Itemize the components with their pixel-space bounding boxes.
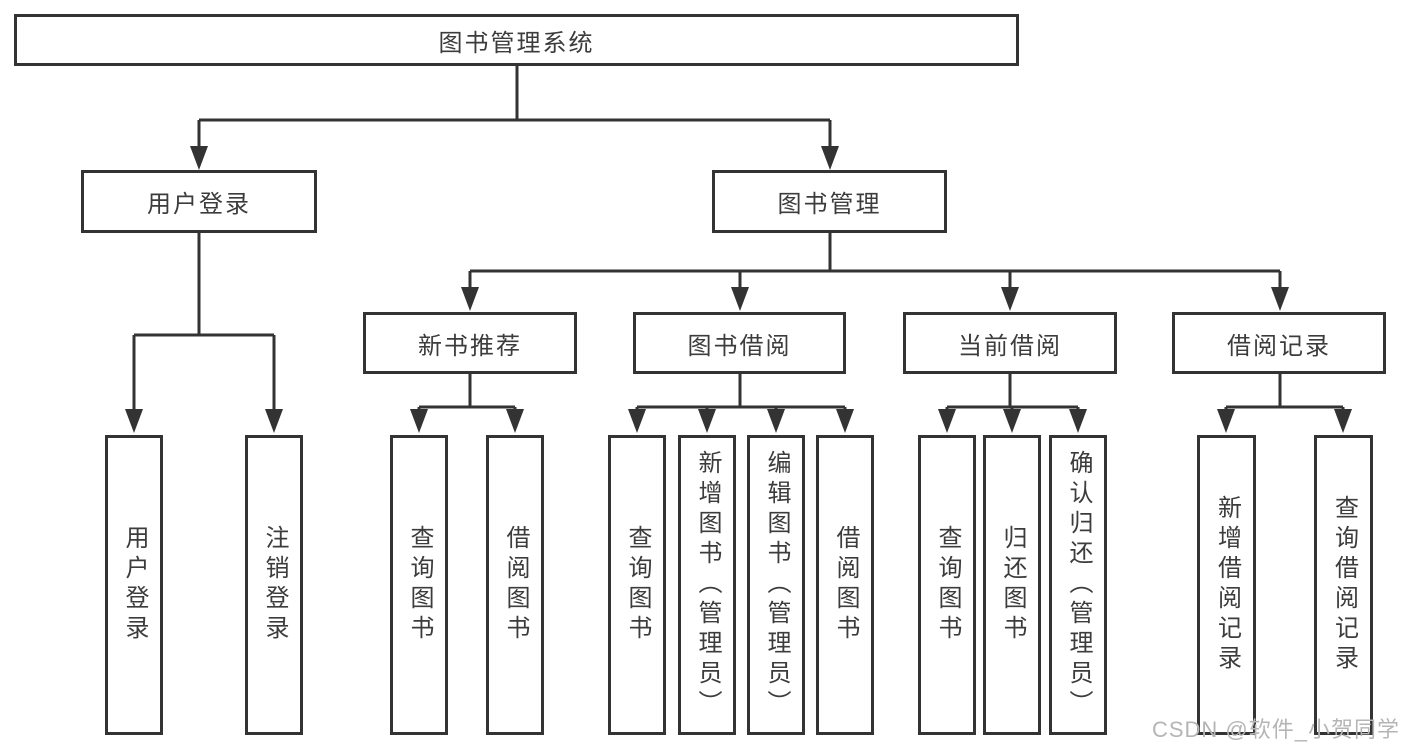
leaf-edit-books-admin-label: 编辑图书（管理员） xyxy=(763,450,790,720)
leaf-return-books-label: 归还图书 xyxy=(999,525,1026,645)
edge-root-to-branches xyxy=(190,66,839,170)
edge-borrow-record-to-leaves xyxy=(1217,374,1352,433)
edge-new-book-to-leaves xyxy=(410,374,524,433)
node-user-login-label: 用户登录 xyxy=(147,191,251,218)
node-root-label: 图书管理系统 xyxy=(438,29,595,57)
leaf-confirm-return-admin-label: 确认归还（管理员） xyxy=(1065,450,1092,720)
edge-book-mgmt-to-modules xyxy=(461,233,1289,311)
node-book-management: 图书管理 xyxy=(712,170,947,233)
leaf-query-books-borrow: 查询图书 xyxy=(608,435,666,735)
leaf-borrow-books: 借阅图书 xyxy=(816,435,874,735)
leaf-logout: 注销登录 xyxy=(245,435,303,735)
node-book-borrow: 图书借阅 xyxy=(633,312,846,374)
node-root-system: 图书管理系统 xyxy=(14,14,1019,66)
leaf-query-borrow-record-label: 查询借阅记录 xyxy=(1330,495,1358,675)
leaf-add-borrow-record-label: 新增借阅记录 xyxy=(1213,495,1241,675)
node-current-borrow: 当前借阅 xyxy=(903,312,1117,374)
node-borrow-record: 借阅记录 xyxy=(1172,312,1386,374)
node-book-borrow-label: 图书借阅 xyxy=(687,332,792,360)
leaf-query-books-recommend-label: 查询图书 xyxy=(406,525,433,645)
leaf-add-books-admin-label: 新增图书（管理员） xyxy=(694,450,721,720)
csdn-watermark: CSDN @软件_小贺同学 xyxy=(1151,717,1400,742)
leaf-add-borrow-record: 新增借阅记录 xyxy=(1197,435,1256,735)
node-user-login: 用户登录 xyxy=(81,170,317,233)
leaf-query-books-current: 查询图书 xyxy=(918,435,976,735)
node-new-book-recommend: 新书推荐 xyxy=(363,312,577,374)
edge-current-borrow-to-leaves xyxy=(938,374,1087,433)
leaf-add-books-admin: 新增图书（管理员） xyxy=(678,435,736,735)
leaf-query-borrow-record: 查询借阅记录 xyxy=(1314,435,1373,735)
leaf-borrow-books-recommend-label: 借阅图书 xyxy=(502,525,529,645)
leaf-edit-books-admin: 编辑图书（管理员） xyxy=(747,435,805,735)
node-current-borrow-label: 当前借阅 xyxy=(958,332,1062,360)
leaf-logout-label: 注销登录 xyxy=(261,525,288,645)
leaf-query-books-current-label: 查询图书 xyxy=(934,525,961,645)
leaf-return-books: 归还图书 xyxy=(983,435,1041,735)
leaf-confirm-return-admin: 确认归还（管理员） xyxy=(1049,435,1107,735)
leaf-borrow-books-recommend: 借阅图书 xyxy=(486,435,544,735)
node-borrow-record-label: 借阅记录 xyxy=(1227,332,1331,360)
node-book-management-label: 图书管理 xyxy=(777,191,882,218)
edge-user-login-to-leaves xyxy=(125,233,283,433)
leaf-query-books-recommend: 查询图书 xyxy=(390,435,448,735)
leaf-user-login: 用户登录 xyxy=(105,435,163,735)
leaf-user-login-label: 用户登录 xyxy=(121,525,148,645)
leaf-borrow-books-label: 借阅图书 xyxy=(832,525,859,645)
node-new-book-recommend-label: 新书推荐 xyxy=(418,332,522,360)
edge-book-borrow-to-leaves xyxy=(628,374,854,433)
leaf-query-books-borrow-label: 查询图书 xyxy=(624,525,651,645)
